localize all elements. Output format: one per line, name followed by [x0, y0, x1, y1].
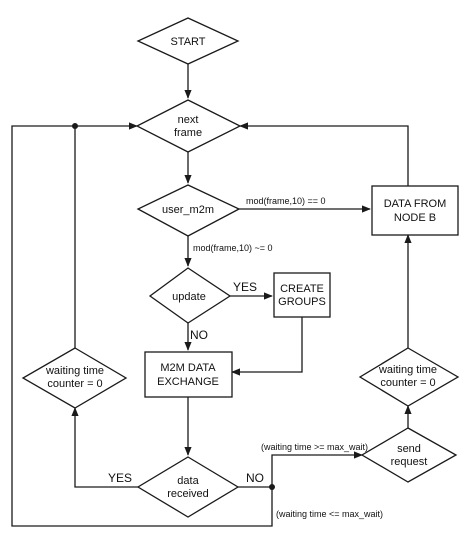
label-mod-neq0: mod(frame,10) ~= 0 — [193, 243, 273, 253]
edge-create-groups-to-m2m-exchange — [231, 317, 303, 376]
node-user-m2m: user_m2m — [136, 184, 241, 237]
node-wait-counter-right: waiting time counter = 0 — [358, 347, 460, 407]
node-create-groups: CREATE GROUPS — [273, 272, 331, 318]
edge-node-b-to-next-frame — [239, 122, 409, 186]
node-send-request: send request — [360, 427, 458, 483]
m2m-exchange-label-line1: M2M DATA — [160, 362, 216, 374]
label-mod-eq0: mod(frame,10) == 0 — [246, 196, 326, 206]
start-label: START — [170, 36, 205, 48]
data-received-label-line1: data — [177, 475, 199, 487]
label-wait-ge-max: (waiting time >= max_wait) — [261, 442, 368, 452]
node-update: update — [148, 267, 232, 324]
label-no-received: NO — [246, 471, 264, 485]
create-groups-label-line1: CREATE — [280, 283, 324, 295]
node-data-from-node-b: DATA FROM NODE B — [371, 185, 459, 236]
next-frame-label-line2: frame — [174, 127, 202, 139]
edge-outer-loop — [11, 125, 273, 527]
send-request-label-line2: request — [391, 456, 428, 468]
node-next-frame: next frame — [135, 99, 242, 153]
user-m2m-label: user_m2m — [162, 204, 214, 216]
wait-left-label-line1: waiting time — [45, 365, 104, 377]
wait-right-label-line2: counter = 0 — [380, 377, 435, 389]
m2m-exchange-label-line2: EXCHANGE — [157, 376, 219, 388]
edge-junction-to-send-request — [271, 451, 363, 487]
label-wait-le-max: (waiting time <= max_wait) — [276, 509, 383, 519]
edge-data-received-to-wait-left — [71, 407, 138, 488]
send-request-label-line1: send — [397, 443, 421, 455]
node-start: START — [136, 17, 240, 65]
node-wait-counter-left: waiting time counter = 0 — [21, 347, 128, 409]
data-received-label-line2: received — [167, 488, 209, 500]
label-yes-update: YES — [233, 280, 257, 294]
update-label: update — [172, 291, 206, 303]
junction-dot-left — [72, 123, 78, 129]
create-groups-label-line2: GROUPS — [278, 296, 326, 308]
junction-dot-right — [269, 484, 275, 490]
label-no-update: NO — [190, 328, 208, 342]
wait-left-label-line2: counter = 0 — [47, 378, 102, 390]
node-b-label-line1: DATA FROM — [384, 198, 447, 210]
node-b-label-line2: NODE B — [394, 212, 436, 224]
label-yes-received: YES — [108, 471, 132, 485]
node-m2m-data-exchange: M2M DATA EXCHANGE — [144, 351, 233, 398]
wait-right-label-line1: waiting time — [378, 364, 437, 376]
node-data-received: data received — [136, 456, 240, 518]
next-frame-label-line1: next — [178, 114, 199, 126]
